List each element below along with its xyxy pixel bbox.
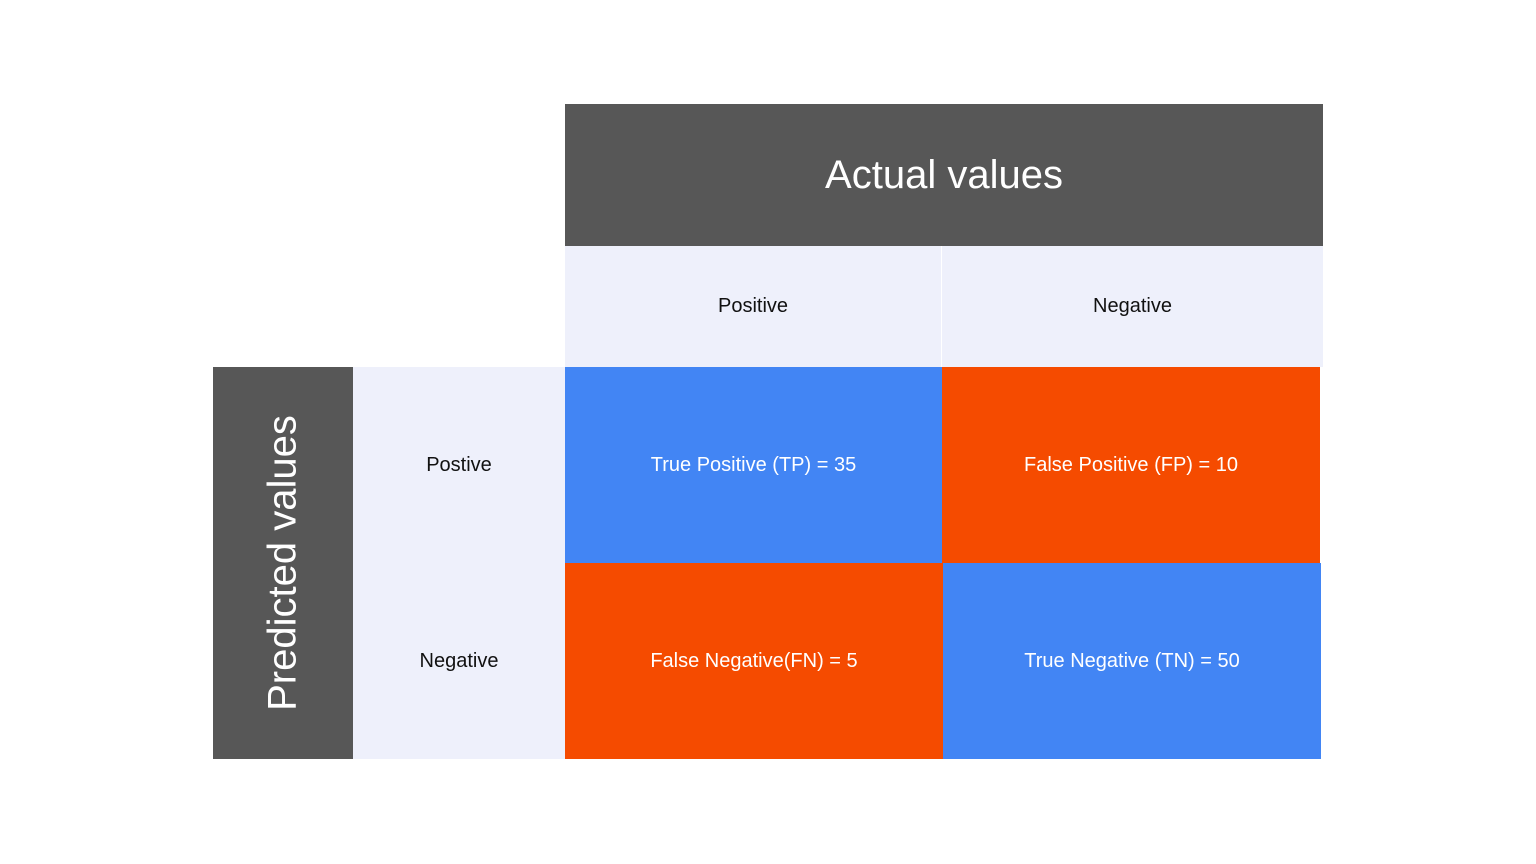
cell-true-negative-label: True Negative (TN) = 50 — [1024, 649, 1240, 672]
actual-values-header: Actual values — [565, 104, 1323, 246]
cell-true-positive: True Positive (TP) = 35 — [565, 367, 942, 563]
cell-false-positive: False Positive (FP) = 10 — [942, 367, 1320, 563]
column-header-negative: Negative — [942, 246, 1323, 367]
predicted-values-label: Predicted values — [260, 415, 305, 711]
cell-false-positive-label: False Positive (FP) = 10 — [1024, 453, 1238, 476]
row-label-positive: Postive — [426, 453, 492, 476]
cell-false-negative: False Negative(FN) = 5 — [565, 563, 943, 759]
predicted-values-header: Predicted values — [213, 367, 353, 759]
row-label-negative: Negative — [419, 649, 499, 672]
cell-true-negative: True Negative (TN) = 50 — [943, 563, 1321, 759]
column-label-positive: Positive — [717, 295, 789, 317]
column-label-negative: Negative — [1093, 295, 1172, 317]
row-header-positive: Postive — [353, 367, 565, 563]
cell-true-positive-label: True Positive (TP) = 35 — [650, 453, 857, 476]
cell-false-negative-label: False Negative(FN) = 5 — [650, 649, 858, 672]
row-header-negative: Negative — [353, 563, 565, 759]
actual-values-label: Actual values — [825, 152, 1063, 197]
column-header-positive: Positive — [565, 246, 942, 367]
